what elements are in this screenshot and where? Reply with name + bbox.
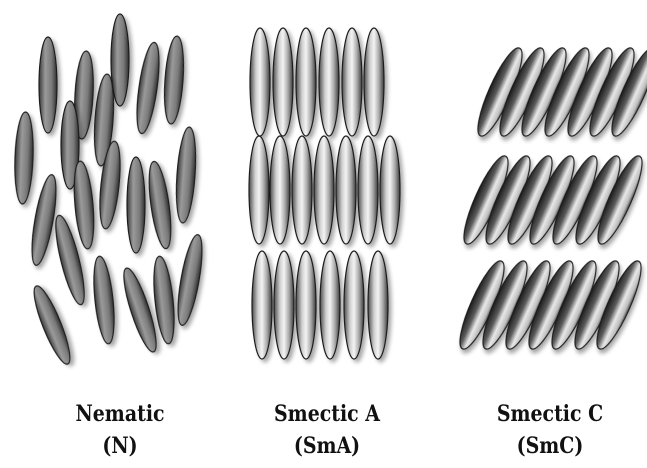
smectic-a-molecules [249, 28, 400, 359]
smectic-a-molecule [319, 28, 339, 136]
nematic-molecule [133, 41, 164, 135]
nematic-molecule [111, 14, 129, 106]
nematic-molecule [71, 160, 97, 249]
smectic-a-molecule [344, 251, 364, 359]
smectic-a-molecule [273, 28, 293, 136]
smectic-c-label: Smectic C (SmC) [455, 398, 645, 462]
smectic-a-molecule [358, 136, 378, 244]
smectic-c-name: Smectic C [468, 398, 631, 430]
smectic-a-molecule [380, 136, 400, 244]
nematic-molecule [145, 160, 175, 250]
smectic-a-molecule [342, 28, 362, 136]
smectic-a-molecule [250, 28, 270, 136]
smectic-a-molecule [314, 136, 334, 244]
smectic-a-molecule [336, 136, 356, 244]
smectic-a-molecule [252, 251, 272, 359]
nematic-molecule [13, 112, 34, 205]
smectic-a-molecule [274, 251, 294, 359]
smectic-a-molecule [249, 136, 269, 244]
smectic-a-name: Smectic A [245, 398, 408, 430]
nematic-name: Nematic [38, 398, 201, 430]
smectic-a-molecule [368, 251, 388, 359]
nematic-molecule [162, 35, 186, 124]
smectic-a-molecule [296, 28, 316, 136]
smectic-c-abbreviation: (SmC) [468, 430, 631, 462]
nematic-molecule [174, 126, 199, 223]
nematic-molecules [13, 14, 206, 367]
smectic-a-molecule [364, 28, 384, 136]
smectic-c-molecules [452, 44, 647, 354]
smectic-a-molecule [296, 251, 316, 359]
nematic-molecule [173, 233, 207, 327]
nematic-molecule [127, 157, 145, 253]
nematic-label: Nematic (N) [25, 398, 215, 462]
nematic-abbreviation: (N) [38, 430, 201, 462]
nematic-molecule [90, 255, 117, 344]
smectic-a-molecule [320, 251, 340, 359]
nematic-molecule [39, 37, 57, 133]
nematic-molecule [28, 283, 76, 368]
smectic-a-molecule [270, 136, 290, 244]
smectic-a-label: Smectic A (SmA) [232, 398, 422, 462]
smectic-a-molecule [292, 136, 312, 244]
smectic-a-abbreviation: (SmA) [245, 430, 408, 462]
